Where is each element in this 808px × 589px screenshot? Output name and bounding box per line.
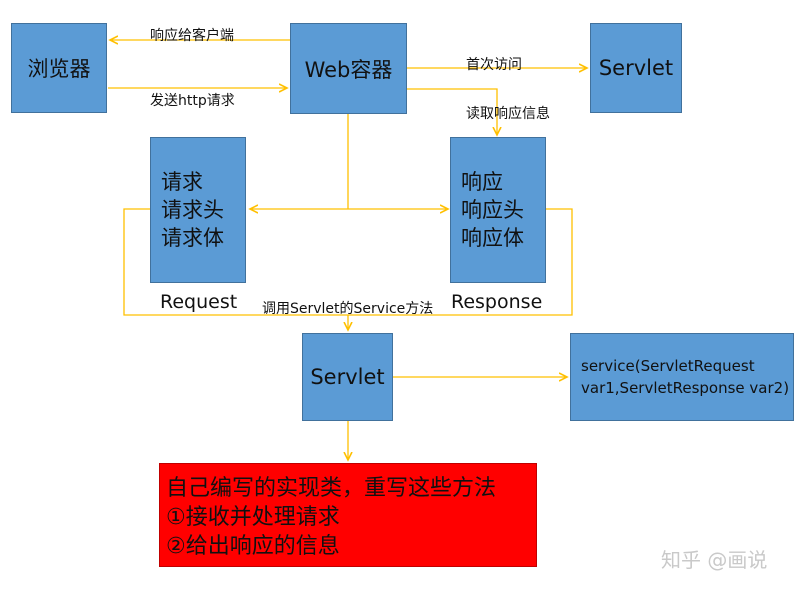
service-method-line-2: var1,ServletResponse var2) xyxy=(581,379,790,397)
custom-class-line-2: ①接收并处理请求 xyxy=(166,505,340,530)
service-method-line-1: service(ServletRequest xyxy=(581,357,755,375)
browser-label: 浏览器 xyxy=(27,57,91,81)
response-line-1: 响应 xyxy=(461,170,503,194)
servlet-mid-node: Servlet xyxy=(302,333,393,421)
servlet-top-node: Servlet xyxy=(590,23,682,113)
request-node: 请求 请求头 请求体 xyxy=(150,137,246,283)
response-loop xyxy=(348,208,573,316)
request-line-2: 请求头 xyxy=(161,198,224,222)
response-line-2: 响应头 xyxy=(461,198,524,222)
custom-class-line-1: 自己编写的实现类，重写这些方法 xyxy=(166,476,497,501)
response-line-3: 响应体 xyxy=(461,226,524,250)
service-method-node: service(ServletRequest var1,ServletRespo… xyxy=(570,333,794,421)
response-caption: Response xyxy=(451,291,543,313)
watermark: 知乎 @画说 xyxy=(661,548,768,572)
servlet-top-label: Servlet xyxy=(598,56,674,80)
browser-node: 浏览器 xyxy=(11,23,107,113)
response-node: 响应 响应头 响应体 xyxy=(450,137,546,283)
label-read-response-info: 读取响应信息 xyxy=(466,106,550,122)
request-caption: Request xyxy=(160,291,238,313)
web-container-label: Web容器 xyxy=(304,57,393,82)
web-container-node: Web容器 xyxy=(290,23,407,114)
custom-class-line-3: ②给出响应的信息 xyxy=(166,534,340,559)
custom-class-node: 自己编写的实现类，重写这些方法 ①接收并处理请求 ②给出响应的信息 xyxy=(159,463,537,567)
arrow-read-response xyxy=(407,88,497,135)
label-respond-to-client: 响应给客户端 xyxy=(150,28,234,44)
label-send-http-request: 发送http请求 xyxy=(150,93,235,109)
label-call-service: 调用Servlet的Service方法 xyxy=(262,301,434,317)
servlet-mid-label: Servlet xyxy=(310,365,385,389)
request-line-1: 请求 xyxy=(161,170,203,194)
request-line-3: 请求体 xyxy=(161,226,224,250)
request-loop xyxy=(123,208,348,316)
label-first-access: 首次访问 xyxy=(466,57,522,73)
